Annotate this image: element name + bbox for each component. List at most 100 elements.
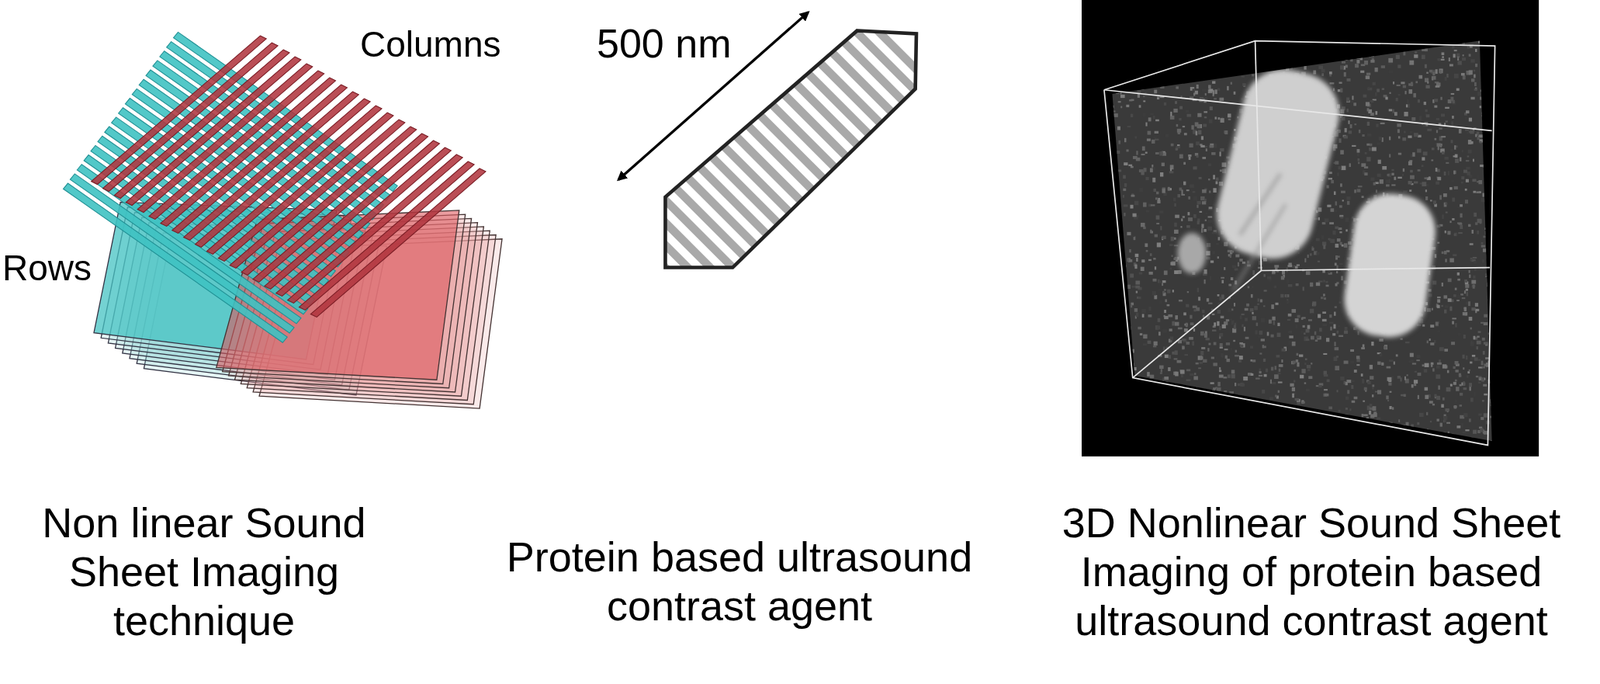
speckle xyxy=(1115,150,1121,154)
speckle xyxy=(1472,190,1476,194)
speckle xyxy=(1340,87,1343,93)
speckle xyxy=(1193,328,1195,332)
speckle xyxy=(1179,51,1184,56)
speckle xyxy=(1115,280,1119,284)
speckle xyxy=(1170,261,1175,265)
speckle xyxy=(1389,92,1392,94)
speckle xyxy=(1411,117,1416,122)
speckle xyxy=(1295,434,1299,437)
speckle xyxy=(1145,122,1147,127)
speckle xyxy=(1451,320,1455,324)
speckle xyxy=(1340,376,1344,381)
speckle xyxy=(1208,302,1213,305)
speckle xyxy=(1174,405,1179,409)
speckle xyxy=(1261,389,1265,394)
speckle xyxy=(1208,41,1211,44)
speckle xyxy=(1301,316,1306,319)
speckle xyxy=(1192,190,1196,193)
speckle xyxy=(1344,128,1348,133)
speckle xyxy=(1428,176,1431,179)
speckle xyxy=(1492,339,1497,344)
speckle xyxy=(1436,117,1440,121)
speckle xyxy=(1246,429,1251,432)
speckle xyxy=(1451,197,1455,201)
speckle xyxy=(1128,164,1133,167)
speckle xyxy=(1288,335,1293,338)
speckle xyxy=(1201,228,1203,233)
speckle xyxy=(1281,348,1286,352)
speckle xyxy=(1281,443,1283,446)
speckle xyxy=(1132,86,1134,91)
speckle xyxy=(1473,260,1477,264)
speckle xyxy=(1322,221,1327,225)
speckle xyxy=(1126,284,1131,289)
speckle xyxy=(1226,439,1230,444)
speckle xyxy=(1176,124,1178,127)
speckle xyxy=(1423,101,1427,105)
speckle xyxy=(1404,90,1407,94)
speckle xyxy=(1211,152,1216,156)
speckle xyxy=(1215,66,1220,70)
speckle xyxy=(1153,43,1157,46)
speckle xyxy=(1177,50,1182,56)
speckle xyxy=(1453,170,1455,175)
speckle xyxy=(1260,432,1265,434)
speckle xyxy=(1457,60,1462,65)
speckle xyxy=(1111,374,1116,378)
speckle xyxy=(1214,116,1216,119)
speckle xyxy=(1439,69,1444,74)
speckle xyxy=(1478,40,1483,44)
speckle xyxy=(1118,100,1122,103)
speckle xyxy=(1252,315,1257,320)
speckle xyxy=(1149,76,1154,79)
speckle xyxy=(1129,273,1134,278)
speckle xyxy=(1444,107,1450,109)
speckle xyxy=(1446,387,1452,392)
speckle xyxy=(1202,315,1205,319)
speckle xyxy=(1479,105,1482,108)
speckle xyxy=(1209,106,1213,111)
speckle xyxy=(1324,218,1330,222)
speckle xyxy=(1426,308,1431,312)
speckle xyxy=(1244,308,1249,311)
speckle xyxy=(1424,64,1427,69)
speckle xyxy=(1471,229,1474,234)
speckle xyxy=(1464,199,1469,204)
speckle xyxy=(1427,288,1431,291)
speckle xyxy=(1484,77,1487,82)
speckle xyxy=(1417,99,1420,103)
speckle xyxy=(1327,204,1332,207)
speckle xyxy=(1277,332,1282,337)
speckle xyxy=(1334,208,1337,212)
speckle xyxy=(1179,419,1183,423)
speckle xyxy=(1123,46,1126,50)
speckle xyxy=(1251,285,1254,288)
speckle xyxy=(1338,335,1344,337)
speckle xyxy=(1456,294,1461,300)
speckle xyxy=(1212,250,1216,254)
speckle xyxy=(1113,429,1116,434)
speckle xyxy=(1174,315,1178,319)
speckle xyxy=(1128,58,1131,64)
speckle xyxy=(1468,382,1472,387)
speckle xyxy=(1134,200,1139,206)
speckle xyxy=(1473,335,1476,340)
speckle xyxy=(1478,412,1482,416)
speckle xyxy=(1185,110,1189,113)
particle-stripe xyxy=(612,146,980,514)
speckle xyxy=(1208,342,1211,346)
speckle xyxy=(1122,348,1126,353)
speckle xyxy=(1233,322,1237,326)
speckle xyxy=(1437,446,1442,450)
speckle xyxy=(1421,48,1427,51)
speckle xyxy=(1231,369,1235,374)
speckle xyxy=(1492,291,1496,296)
speckle xyxy=(1108,80,1113,84)
speckle xyxy=(1291,434,1295,438)
speckle xyxy=(1339,301,1342,304)
speckle xyxy=(1219,332,1223,336)
speckle xyxy=(1350,432,1355,438)
speckle xyxy=(1481,377,1485,381)
speckle xyxy=(1174,256,1177,260)
speckle xyxy=(1208,84,1212,89)
